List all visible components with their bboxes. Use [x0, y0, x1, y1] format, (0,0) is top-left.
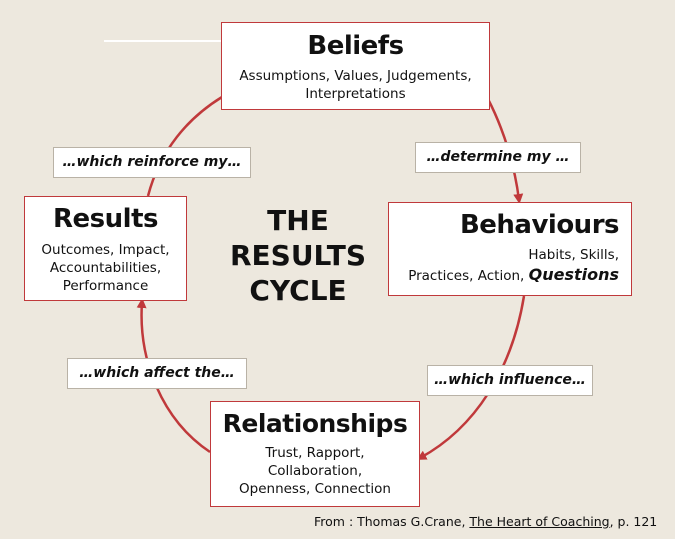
- center-title-line-3: CYCLE: [249, 274, 347, 307]
- relationships-line-2: Collaboration,: [267, 463, 363, 479]
- results-line-2: Accountabilities,: [49, 260, 162, 276]
- behaviours-line-2: Practices, Action, Questions: [389, 266, 619, 285]
- results-title: Results: [53, 204, 158, 234]
- connector-influence: …which influence…: [427, 365, 593, 396]
- center-title-line-1: THE: [267, 204, 329, 237]
- behaviours-title: Behaviours: [459, 210, 620, 240]
- results-line-3: Performance: [62, 278, 149, 294]
- behaviours-line-1: Habits, Skills,: [528, 247, 619, 263]
- beliefs-box: Beliefs Assumptions, Values, Judgements,…: [221, 22, 490, 110]
- results-box: Results Outcomes, Impact, Accountabiliti…: [24, 196, 187, 301]
- relationships-box: Relationships Trust, Rapport, Collaborat…: [210, 401, 420, 507]
- relationships-title: Relationships: [222, 409, 408, 438]
- behaviours-line-2-text: Practices, Action,: [408, 268, 529, 284]
- citation: From : Thomas G.Crane, The Heart of Coac…: [314, 514, 657, 529]
- connector-reinforce: …which reinforce my…: [53, 147, 251, 178]
- relationships-line-3: Openness, Connection: [239, 481, 391, 497]
- relationships-line-1: Trust, Rapport,: [265, 445, 365, 461]
- connector-determine: …determine my …: [415, 142, 581, 173]
- beliefs-title: Beliefs: [307, 31, 404, 61]
- citation-suffix: , p. 121: [609, 514, 658, 529]
- decorative-line: [104, 40, 222, 42]
- center-title-line-2: RESULTS: [229, 239, 367, 272]
- behaviours-questions-emphasis: Questions: [528, 265, 619, 284]
- center-title: THE RESULTS CYCLE: [208, 203, 388, 308]
- citation-prefix: From : Thomas G.Crane,: [314, 514, 470, 529]
- behaviours-box: Behaviours Habits, Skills, Practices, Ac…: [388, 202, 632, 296]
- citation-book: The Heart of Coaching: [469, 514, 610, 529]
- connector-affect: …which affect the…: [67, 358, 247, 389]
- beliefs-line-2: Interpretations: [305, 86, 406, 102]
- arrow-results-to-beliefs: [146, 95, 223, 197]
- results-line-1: Outcomes, Impact,: [41, 242, 170, 258]
- beliefs-line-1: Assumptions, Values, Judgements,: [239, 68, 472, 84]
